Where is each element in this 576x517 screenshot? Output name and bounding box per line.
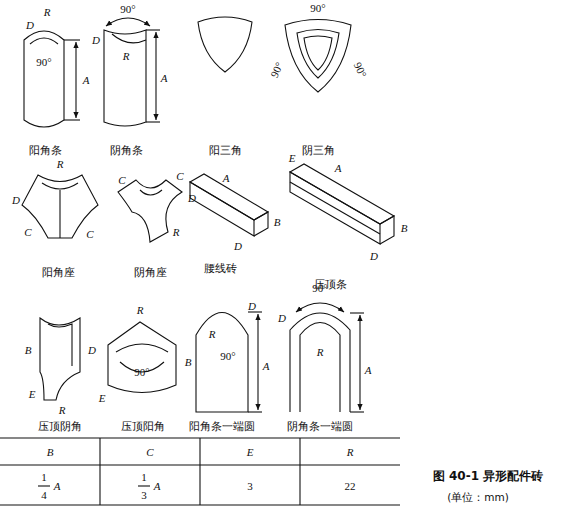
table-cell: 1 (41, 472, 47, 483)
table-cell: B (47, 447, 54, 458)
dimension-label: D (188, 193, 196, 204)
dimension-label: A (365, 365, 372, 376)
dimension-label: C (24, 227, 31, 238)
dimension-label: R (59, 405, 66, 416)
dimension-label: R (57, 159, 64, 170)
part-name: 腰线砖 (204, 263, 237, 274)
dimension-label: D (88, 345, 96, 356)
dimension-label: 90° (36, 57, 51, 68)
dimension-label: R (317, 347, 324, 358)
dimension-label: A (83, 75, 90, 86)
table-cell: 3 (247, 481, 253, 492)
dimension-label: C (176, 171, 183, 182)
dimension-label: R (123, 51, 130, 62)
table-cell: C (146, 447, 153, 458)
dimension-label: 90° (134, 367, 149, 378)
table-cell: 3 (141, 490, 147, 501)
dimension-label: 90° (220, 351, 235, 362)
dimension-label: E (99, 393, 106, 404)
cove-strip (104, 18, 160, 126)
dimension-label: A (335, 163, 342, 174)
dimension-label: A (161, 73, 168, 84)
dimension-label: D (12, 195, 20, 206)
dimension-label: D (248, 301, 256, 312)
dimension-label: C (86, 229, 93, 240)
coping-strip (290, 164, 394, 244)
size-table (0, 438, 400, 505)
part-name: 阴角座 (134, 267, 167, 278)
convex-corner (198, 17, 252, 72)
part-name: 压顶阳角 (121, 421, 165, 432)
bullnose-round-end (196, 312, 262, 412)
table-cell: E (247, 447, 254, 458)
table-cell: R (347, 447, 354, 458)
dimension-label: E (289, 153, 296, 164)
part-name: 阳角座 (42, 267, 75, 278)
part-name: (单位：mm) (447, 492, 509, 503)
bullnose-strip (24, 31, 80, 127)
dimension-label: R (209, 329, 216, 340)
dimension-label: D (278, 313, 286, 324)
dimension-label: D (234, 241, 242, 252)
table-cell: A (54, 481, 61, 492)
dimension-label: R (137, 305, 144, 316)
dimension-label: 90° (352, 61, 368, 80)
dimension-label: 90° (120, 4, 135, 15)
cove-round-end (290, 303, 364, 412)
dimension-label: R (173, 227, 180, 238)
coping-outer-corner (108, 322, 176, 393)
dimension-label: C (118, 175, 125, 186)
table-cell: 22 (345, 481, 356, 492)
part-name: 阳三角 (209, 145, 242, 156)
table-cell: A (154, 481, 161, 492)
dimension-label: D (370, 251, 378, 262)
part-name: 阳角条 (29, 145, 62, 156)
dimension-label: R (44, 7, 51, 18)
part-name: 阴角条一端圆 (287, 421, 353, 432)
dimension-label: A (223, 173, 230, 184)
figure-caption: 图 40-1 异形配件砖 (433, 470, 543, 482)
part-name: 阴角条 (110, 145, 143, 156)
dimension-label: 90° (310, 3, 325, 14)
part-name: 阳角条一端圆 (189, 421, 255, 432)
dimension-label: D (92, 35, 100, 46)
dimension-label: 90° (269, 61, 285, 80)
table-cell: 1 (141, 472, 147, 483)
dimension-label: B (185, 357, 192, 368)
concave-corner (285, 20, 351, 93)
dimension-label: B (274, 217, 281, 228)
dimension-label: B (401, 223, 408, 234)
dimension-label: B (25, 345, 32, 356)
table-cell: 4 (41, 490, 47, 501)
dimension-label: A (263, 361, 270, 372)
part-name: 阴三角 (302, 145, 335, 156)
concave-base (118, 180, 182, 242)
dimension-label: D (26, 20, 34, 31)
part-name: 压顶阴角 (38, 421, 82, 432)
coping-inner-corner (40, 318, 80, 400)
dimension-label: 90° (312, 283, 327, 294)
dimension-label: E (29, 389, 36, 400)
